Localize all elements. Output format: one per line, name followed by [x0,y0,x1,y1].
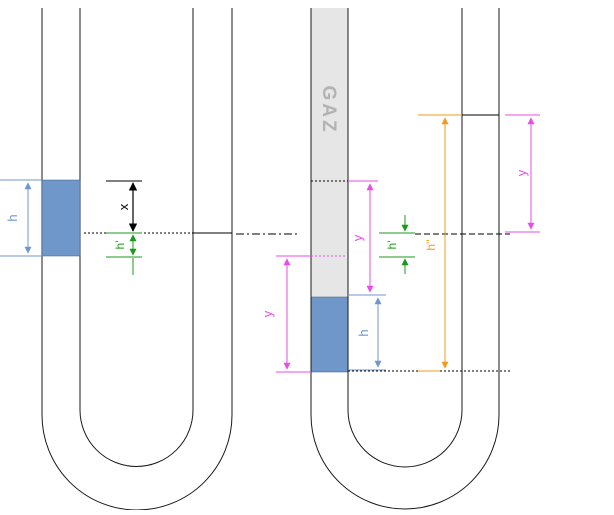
gas-label: GAZ [318,85,339,134]
right-y-dimension: y [505,114,540,233]
right-u-tube [310,8,500,510]
right-h-prime-dimension: h' [379,215,415,274]
lower-y-dimension: y [260,255,311,373]
left-h-dimension: h [0,179,42,257]
left-h-prime-dimension: h' [106,232,142,275]
gas-column [311,8,348,297]
h-double-prime-label: h'' [424,239,438,250]
right-h-label: h [356,329,371,336]
x-dimension: x [106,180,142,232]
right-h-dimension: h [348,294,386,371]
left-u-tube [41,8,233,511]
h-double-prime-dimension: h'' [418,114,462,372]
x-label: x [116,203,131,210]
right-h-prime-label: h' [385,241,399,250]
right-liquid-plug [310,296,349,373]
left-h-label: h [5,214,20,221]
left-h-prime-label: h' [113,241,127,250]
right-y-label: y [514,169,529,176]
middle-y-label: y [350,234,365,241]
middle-y-dimension: y [348,180,378,296]
left-liquid-plug [41,179,81,257]
lower-y-label: y [260,310,275,317]
